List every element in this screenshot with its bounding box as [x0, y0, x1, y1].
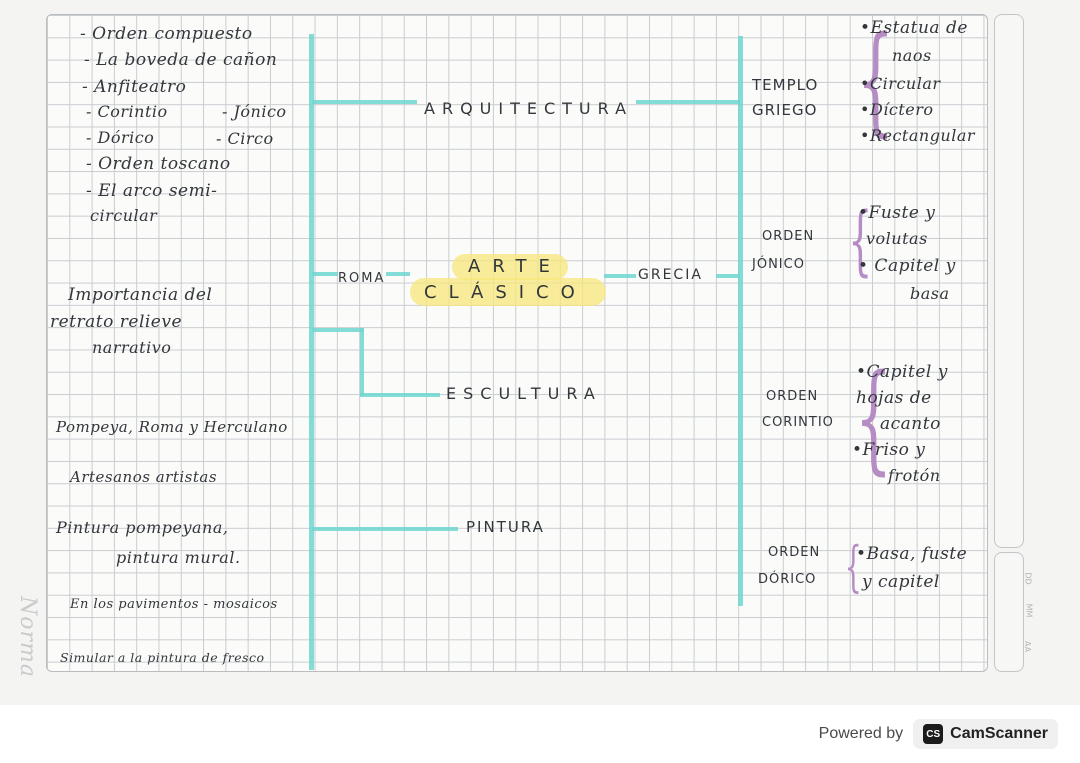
camscanner-badge: CS CamScanner [913, 719, 1058, 749]
arq-item-circo: - Circo [216, 129, 274, 148]
esc-item-narrativo: narrativo [92, 338, 172, 357]
camscanner-name: CamScanner [950, 725, 1048, 742]
esc-item-pompeya: Pompeya, Roma y Herculano [56, 418, 288, 436]
pintura-label: PINTURA [466, 518, 545, 536]
jonico-item-volutas: volutas [866, 229, 928, 248]
escultura-connector-c [360, 393, 440, 397]
roma-center-connector [386, 272, 410, 276]
templo-brace: { [856, 10, 895, 148]
center-title-line2: CLÁSICO [424, 282, 587, 303]
arq-item-orden-toscano: - Orden toscano [86, 154, 231, 174]
corintio-item-froton: frotón [888, 466, 941, 485]
arq-item-corintio: - Corintio [86, 102, 168, 121]
side-margin-box [994, 14, 1024, 548]
pintura-connector [312, 527, 458, 531]
arq-item-anfiteatro: - Anfiteatro [82, 77, 187, 97]
notebook-page: DD MM AA Norma ARTE CLÁSICO ROMA GRECIA … [0, 0, 1080, 705]
grecia-left-connector [604, 274, 636, 278]
date-mark-day: DD [1023, 572, 1033, 585]
arq-item-boveda: - La boveda de cañon [84, 50, 278, 70]
templo-item-naos: naos [892, 46, 932, 65]
arquitectura-connector [312, 100, 417, 104]
escultura-connector-b [360, 328, 364, 396]
grecia-right-connector [716, 274, 740, 278]
date-mark-month: MM [1024, 603, 1034, 618]
arq-item-jonico: - Jónico [222, 102, 287, 121]
pin-item-mural: pintura mural. [116, 548, 241, 567]
esc-item-artesanos: Artesanos artistas [70, 468, 218, 486]
pin-item-fresco: Simular a la pintura de fresco [60, 650, 265, 665]
grecia-vertical-line [738, 36, 743, 606]
jonico-label-2: JÓNICO [752, 257, 805, 272]
pin-item-mosaicos: En los pavimentos - mosaicos [70, 597, 278, 612]
corintio-label-1: ORDEN [766, 389, 819, 404]
esc-item-importancia: Importancia del [68, 285, 213, 305]
pin-item-pompeyana: Pintura pompeyana, [56, 518, 229, 537]
corintio-item-acanto: acanto [880, 414, 941, 434]
date-box [994, 552, 1024, 672]
arq-item-arco-cont: circular [90, 206, 158, 225]
corintio-item-capitel: •Capitel y [856, 362, 948, 382]
dorico-brace: { [844, 535, 862, 598]
corintio-brace: { [854, 348, 893, 486]
notebook-brand-watermark: Norma [15, 596, 40, 678]
camscanner-logo-icon: CS [923, 724, 944, 744]
jonico-label-1: ORDEN [762, 229, 815, 244]
arq-item-orden-compuesto: - Orden compuesto [80, 24, 253, 44]
jonico-brace: { [848, 195, 873, 284]
templo-item-circular: •Circular [860, 74, 941, 93]
templo-label-1: TEMPLO [752, 76, 819, 94]
center-highlight-top [452, 254, 568, 280]
roma-left-connector [312, 272, 338, 276]
escultura-label: ESCULTURA [446, 384, 602, 403]
escultura-connector-a [312, 328, 364, 332]
grecia-label: GRECIA [638, 267, 703, 283]
center-highlight-bottom [410, 278, 606, 306]
grid-paper [46, 14, 988, 672]
roma-vertical-line [309, 34, 314, 670]
arquitectura-label: ARQUITECTURA [424, 99, 634, 118]
templo-item-estatua: •Estatua de [860, 18, 968, 38]
powered-by-text: Powered by [818, 725, 904, 742]
date-mark-year: AA [1023, 640, 1033, 653]
templo-item-rectangular: •Rectangular [860, 126, 976, 145]
jonico-item-fuste: •Fuste y [858, 203, 936, 223]
jonico-item-capitel: • Capitel y [858, 256, 956, 276]
corintio-item-friso: •Friso y [852, 440, 926, 460]
templo-item-dictero: •Díctero [860, 100, 934, 119]
dorico-label-1: ORDEN [768, 545, 821, 560]
roma-label: ROMA [338, 271, 386, 286]
dorico-label-2: DÓRICO [758, 572, 817, 587]
jonico-item-basa: basa [910, 284, 950, 303]
arq-item-dorico: - Dórico [86, 128, 155, 147]
center-title-line1: ARTE [468, 256, 562, 277]
arq-item-arco: - El arco semi- [86, 181, 218, 201]
corintio-item-hojas: hojas de [856, 388, 932, 408]
esc-item-retrato: retrato relieve [50, 312, 183, 332]
dorico-item-capitel: y capitel [862, 572, 940, 592]
corintio-label-2: CORINTIO [762, 415, 834, 430]
camscanner-footer: Powered by CS CamScanner [819, 718, 1058, 750]
templo-label-2: GRIEGO [752, 101, 818, 119]
templo-connector [636, 100, 740, 104]
dorico-item-basa: •Basa, fuste [856, 544, 968, 564]
